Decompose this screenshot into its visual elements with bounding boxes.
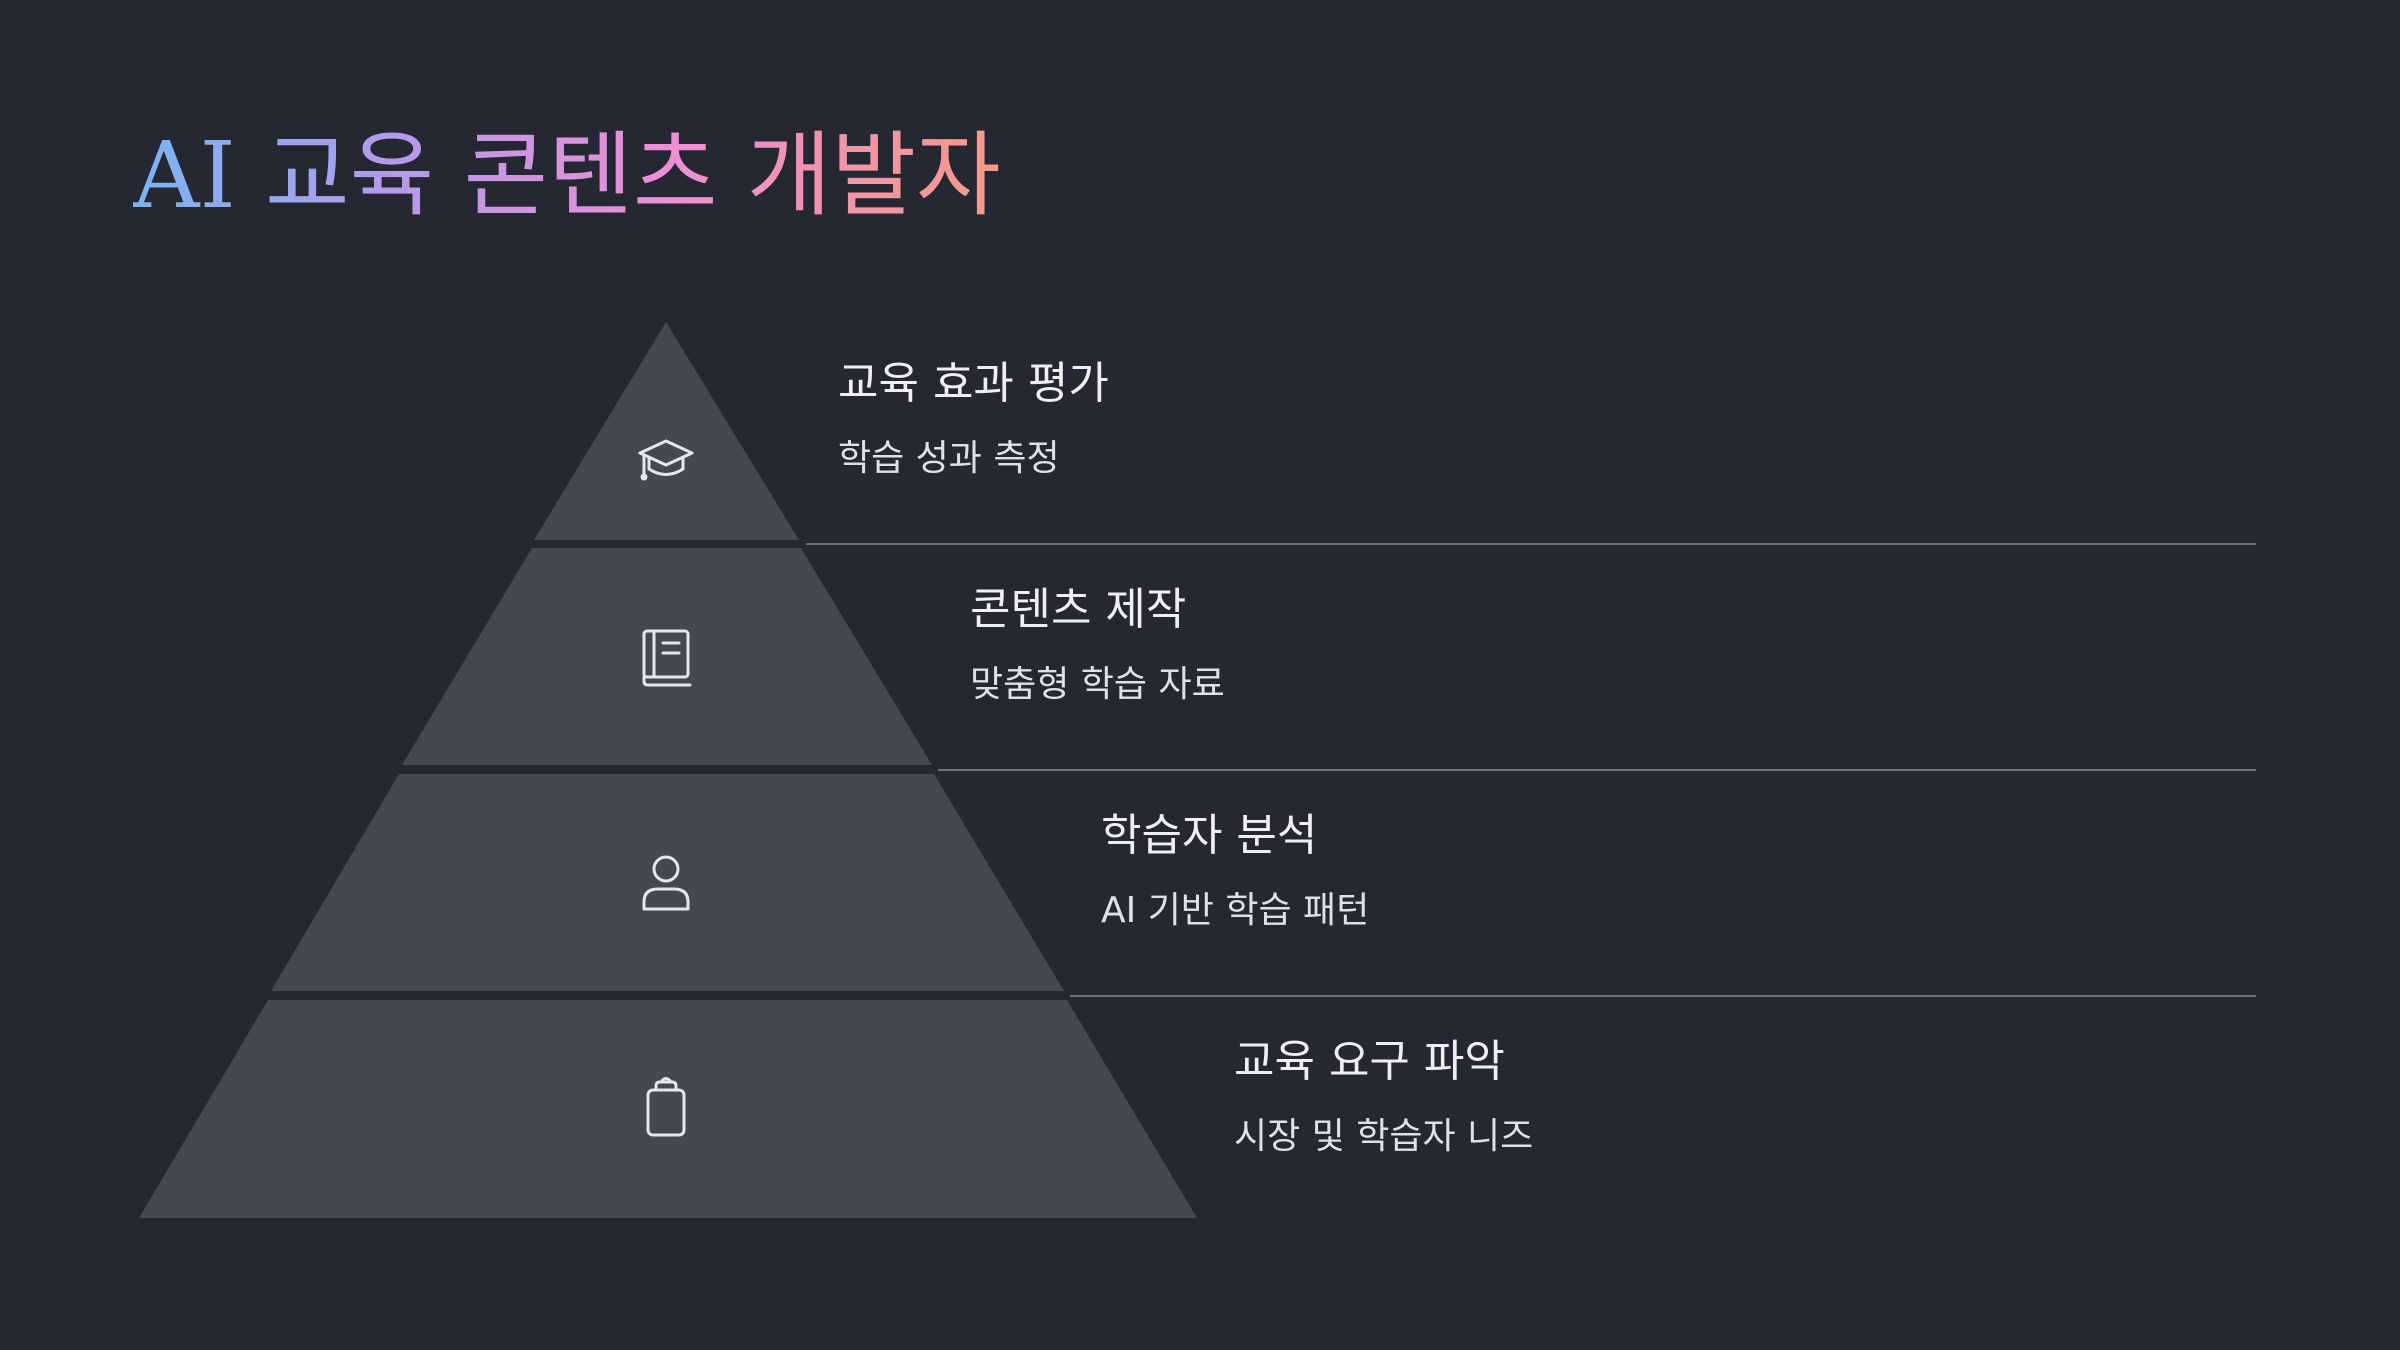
pyramid-tier-4: [139, 1000, 1197, 1218]
page-title: AI 교육 콘텐츠 개발자: [133, 118, 1001, 233]
pyramid-tier-3: [271, 774, 1064, 991]
user-icon: [642, 855, 690, 911]
level-heading: 콘텐츠 제작: [970, 584, 1187, 635]
level-description: AI 기반 학습 패턴: [1101, 889, 1370, 931]
level-description: 맞춤형 학습 자료: [970, 663, 1225, 705]
level-description: 시장 및 학습자 니즈: [1234, 1115, 1534, 1157]
level-4-text: 교육 요구 파악 시장 및 학습자 니즈: [1234, 1036, 1533, 1158]
book-icon: [642, 629, 692, 687]
level-heading: 학습자 분석: [1101, 810, 1318, 861]
pyramid-tier-2: [402, 548, 932, 765]
level-1-text: 교육 효과 평가 학습 성과 측정: [838, 358, 1109, 480]
level-description: 학습 성과 측정: [838, 437, 1060, 479]
level-2-text: 콘텐츠 제작 맞춤형 학습 자료: [970, 584, 1225, 706]
pyramid-tier-1: [534, 322, 799, 540]
level-heading: 교육 효과 평가: [838, 358, 1109, 409]
graduation-cap-icon: [638, 439, 694, 481]
level-heading: 교육 요구 파악: [1234, 1036, 1505, 1087]
level-3-text: 학습자 분석 AI 기반 학습 패턴: [1101, 810, 1369, 932]
clipboard-icon: [646, 1077, 686, 1137]
